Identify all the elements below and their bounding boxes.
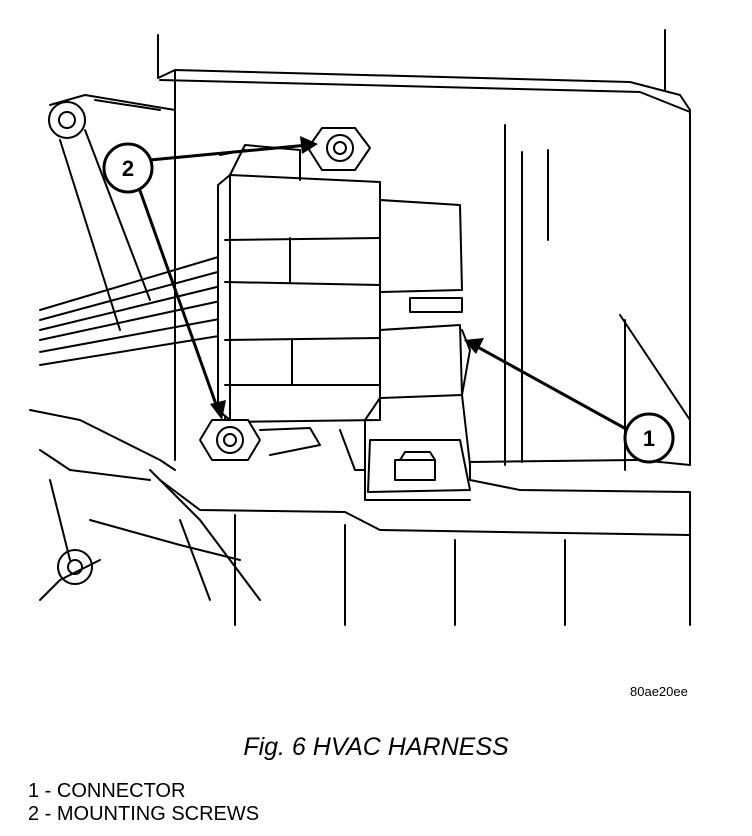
hvac-harness-illustration: 2 1 xyxy=(29,29,691,626)
legend: 1 - CONNECTOR 2 - MOUNTING SCREWS xyxy=(28,780,259,826)
callout-2: 2 xyxy=(102,142,154,194)
left-bracket xyxy=(48,94,176,331)
lower-left-bracket xyxy=(29,409,241,601)
lower-mounting-screw xyxy=(199,419,321,461)
connector-body xyxy=(217,144,381,423)
callout-2-number: 2 xyxy=(122,156,134,181)
hvac-housing xyxy=(149,29,691,626)
figure-code: 80ae20ee xyxy=(630,684,688,699)
legend-item-mounting-screws: 2 - MOUNTING SCREWS xyxy=(28,803,260,825)
legend-item-connector: 1 - CONNECTOR xyxy=(28,780,186,802)
callout-1: 1 xyxy=(623,412,675,464)
upper-mounting-screw xyxy=(307,127,371,171)
callout-1-number: 1 xyxy=(643,426,655,451)
figure-caption: Fig. 6 HVAC HARNESS xyxy=(243,733,509,761)
arrowheads xyxy=(210,136,484,420)
connector-side xyxy=(364,199,471,471)
callout-leader-lines xyxy=(136,143,630,432)
lower-mount-bracket xyxy=(367,439,471,493)
